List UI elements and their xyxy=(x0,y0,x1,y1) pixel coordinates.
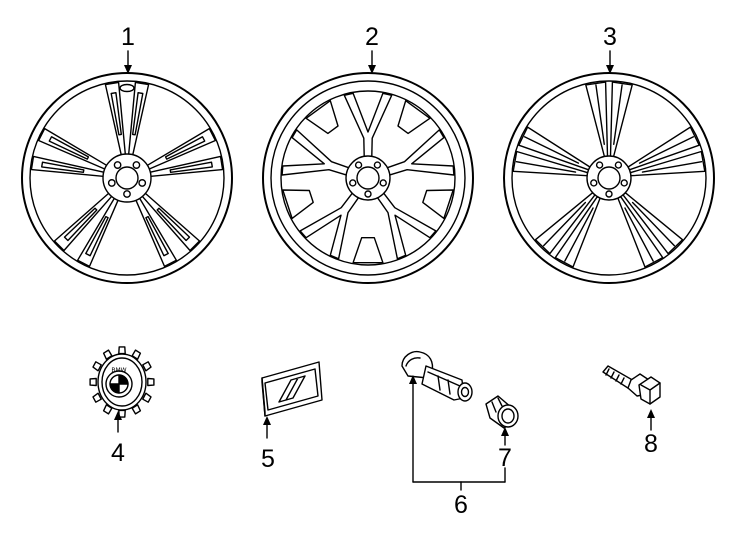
wheel-2 xyxy=(262,72,474,284)
callout-label-3: 3 xyxy=(603,23,617,51)
callout-label-7: 7 xyxy=(498,444,512,472)
center-cap-lettering: BMW xyxy=(111,367,126,374)
callout-2: 2 xyxy=(365,23,379,74)
wheel-3 xyxy=(503,72,715,284)
callout-label-4: 4 xyxy=(111,439,125,467)
callout-8: 8 xyxy=(644,409,658,458)
emblem-badge xyxy=(261,361,323,417)
callout-7: 7 xyxy=(498,427,512,472)
callout-1: 1 xyxy=(121,23,135,74)
callout-label-6: 6 xyxy=(454,491,468,519)
tpms-sensor xyxy=(401,350,473,402)
callout-label-8: 8 xyxy=(644,430,658,458)
callout-label-1: 1 xyxy=(121,23,135,51)
callout-3: 3 xyxy=(603,23,617,74)
callout-4: 4 xyxy=(111,411,125,467)
callout-5: 5 xyxy=(261,416,275,473)
wheel-1 xyxy=(21,72,233,284)
callout-label-2: 2 xyxy=(365,23,379,51)
callout-label-5: 5 xyxy=(261,445,275,473)
valve-cap xyxy=(485,395,519,429)
callout-6: 6 xyxy=(409,375,506,519)
lug-bolt xyxy=(602,365,661,405)
center-cap: BMW xyxy=(89,346,155,418)
